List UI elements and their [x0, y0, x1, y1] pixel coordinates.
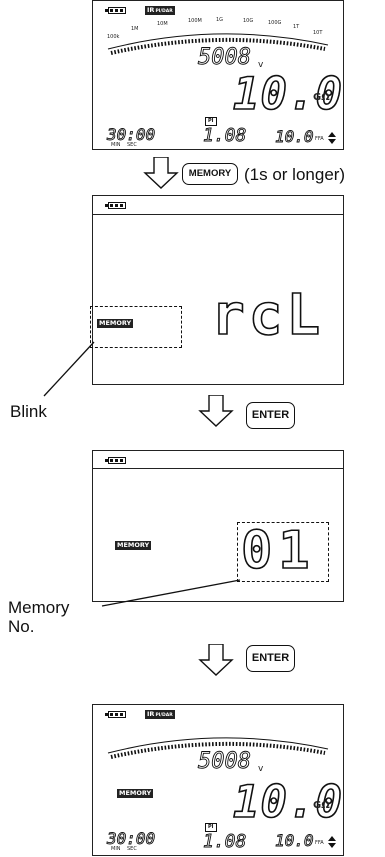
voltage-unit: v	[258, 60, 264, 70]
memory-no-label: Memory No.	[8, 598, 69, 636]
memory-number-display: 01	[240, 521, 316, 581]
scale-label: 1M	[131, 26, 139, 32]
memory-no-label-line1: Memory	[8, 598, 70, 617]
timer-display: 30:00	[107, 829, 156, 848]
scale-label: 1T	[293, 24, 300, 30]
range-badge: IRPI/DAR	[145, 6, 175, 15]
blink-label: Blink	[10, 402, 47, 421]
limit-value-display: 10.0	[275, 831, 314, 850]
memory-no-leader-line	[101, 579, 241, 607]
battery-icon	[105, 7, 126, 14]
memory-blink-highlight	[90, 306, 182, 348]
scale-label: 100k	[107, 34, 120, 40]
lcd-screen-recall: MEMORY rcL	[92, 195, 344, 385]
scale-label: 10T	[313, 30, 323, 36]
main-reading-display: 10.0	[232, 69, 343, 120]
updown-arrow-icon	[328, 836, 336, 848]
range-badge: IRPI/DAR	[145, 710, 175, 719]
pi-badge: PI	[205, 823, 217, 832]
battery-icon	[105, 457, 126, 464]
blink-leader-line	[43, 341, 95, 397]
enter-key-button[interactable]: ENTER	[246, 645, 295, 672]
limit-value-display: 10.0	[275, 127, 314, 146]
range-badge-sub: PI/DAR	[155, 713, 173, 718]
scale-label: 100M	[188, 18, 202, 24]
down-arrow-icon	[143, 157, 179, 189]
memory-indicator: MEMORY	[117, 789, 154, 798]
pi-badge: PI	[205, 117, 217, 126]
scale-label: 1G	[216, 17, 224, 23]
pi-value-display: 1.08	[203, 125, 247, 146]
battery-icon	[105, 711, 126, 718]
scale-label: 10M	[157, 21, 168, 27]
timer-display: 30:00	[107, 125, 156, 144]
memory-key-button[interactable]: MEMORY	[182, 163, 238, 185]
memory-number-highlight	[237, 522, 329, 582]
memory-indicator: MEMORY	[115, 541, 152, 550]
bargraph-scale	[107, 33, 329, 55]
limit-unit: FFA	[315, 136, 324, 142]
memory-indicator: MEMORY	[97, 319, 134, 328]
lcd-screen-memory-number: MEMORY 01	[92, 450, 344, 602]
limit-unit: FFA	[315, 840, 324, 846]
lcd-screen-recalled-data: IRPI/DAR 5008 v MEMORY 10.0 GΩ 30:00 MIN…	[92, 704, 344, 856]
down-arrow-icon	[198, 644, 234, 676]
lcd-screen-measurement: IRPI/DAR 100k 1M 10M 100M 1G 10G 100G 1T…	[92, 0, 344, 150]
range-badge-sub: PI/DAR	[155, 9, 173, 14]
hold-duration-note: (1s or longer)	[244, 165, 346, 184]
scale-label: 10G	[243, 18, 254, 24]
range-badge-text: IR	[147, 6, 155, 14]
timer-sub-sec: SEC	[127, 846, 137, 852]
main-reading-display: 10.0	[232, 777, 343, 828]
updown-arrow-icon	[328, 132, 336, 144]
scale-label: 100G	[268, 20, 282, 26]
voltage-unit: v	[258, 764, 264, 774]
bargraph-scale	[107, 737, 329, 759]
down-arrow-icon	[198, 395, 234, 427]
range-badge-text: IR	[147, 710, 155, 718]
test-voltage-display: 5008	[198, 749, 252, 774]
timer-sub-min: MIN	[111, 142, 121, 148]
test-voltage-display: 5008	[198, 45, 252, 70]
pi-value-display: 1.08	[203, 831, 247, 852]
recall-display: rcL	[210, 283, 325, 348]
timer-sub-min: MIN	[111, 846, 121, 852]
reading-unit: GΩ	[313, 92, 330, 103]
timer-sub-sec: SEC	[127, 142, 137, 148]
enter-key-button[interactable]: ENTER	[246, 402, 295, 429]
memory-no-label-line2: No.	[8, 617, 35, 636]
battery-icon	[105, 202, 126, 209]
reading-unit: GΩ	[313, 800, 330, 811]
